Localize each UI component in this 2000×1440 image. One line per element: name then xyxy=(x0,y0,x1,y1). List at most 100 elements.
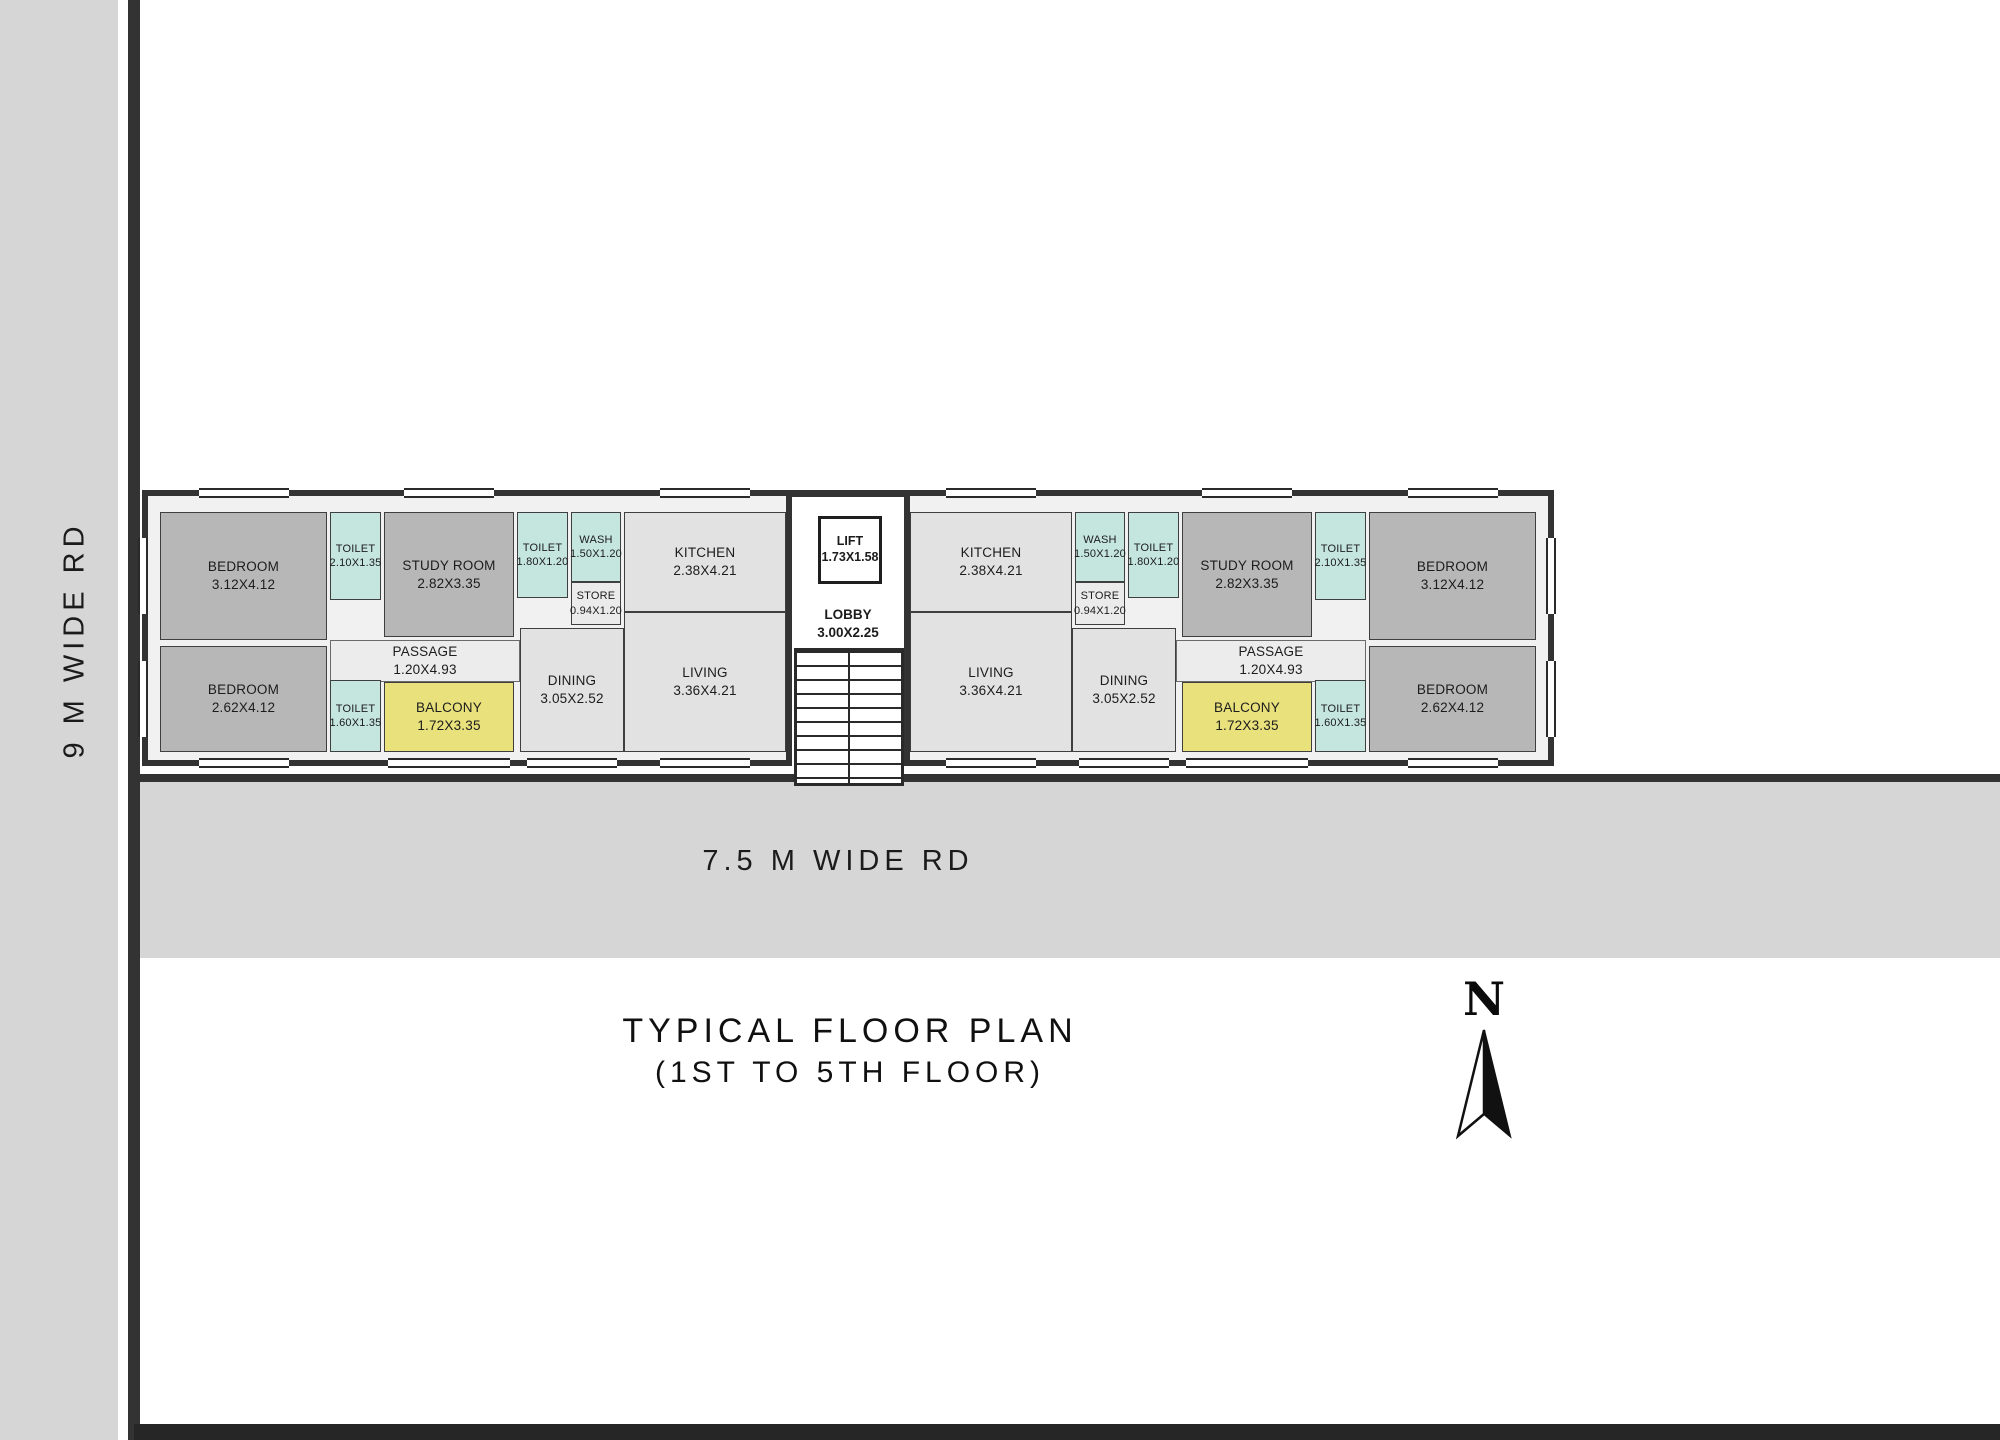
plan-title: TYPICAL FLOOR PLAN xyxy=(622,1012,1078,1050)
room-dims: 2.10X1.35 xyxy=(1314,557,1367,569)
room-label: LIVING xyxy=(968,665,1014,681)
road-bottom-label: 7.5 M WIDE RD xyxy=(702,845,974,877)
room-toilet: TOILET 1.60X1.35 xyxy=(1315,680,1366,752)
room-dims: 2.38X4.21 xyxy=(959,563,1023,578)
room-label: BEDROOM xyxy=(207,682,280,698)
road-bottom-edge-line xyxy=(134,774,2000,782)
road-left xyxy=(0,0,118,1440)
room-label: TOILET xyxy=(1320,542,1361,555)
room-label: BEDROOM xyxy=(207,559,280,575)
room-label: TOILET xyxy=(335,702,376,715)
room-label: TOILET xyxy=(1133,541,1174,554)
room-dims: 0.94X1.20 xyxy=(1074,604,1126,617)
room-dims: 1.72X3.35 xyxy=(417,718,481,733)
staircase-center-line xyxy=(848,651,850,783)
room-label: STORE xyxy=(576,590,616,603)
room-dims: 3.12X4.12 xyxy=(1420,577,1485,592)
room-label: BALCONY xyxy=(1214,700,1280,716)
room-dims: 2.38X4.21 xyxy=(673,563,737,578)
window-icon xyxy=(198,758,289,768)
room-dims: 2.62X4.12 xyxy=(1420,700,1485,715)
room-label: DINING xyxy=(1099,673,1149,689)
lobby-dims: 3.00X2.25 xyxy=(817,624,879,640)
room-toilet: TOILET 1.80X1.20 xyxy=(517,512,568,598)
room-label: TOILET xyxy=(1320,702,1361,715)
room-dims: 1.20X4.93 xyxy=(1239,662,1303,677)
room-dims: 1.80X1.20 xyxy=(516,556,569,568)
room-label: STORE xyxy=(1080,590,1120,603)
room-dims: 2.10X1.35 xyxy=(329,557,382,569)
room-dims: 1.60X1.35 xyxy=(329,717,382,729)
room-dims: 1.50X1.20 xyxy=(570,548,622,560)
window-icon xyxy=(404,488,494,498)
room-kitchen: KITCHEN 2.38X4.21 xyxy=(910,512,1072,612)
room-wash: WASH 1.50X1.20 xyxy=(570,512,622,582)
room-dims: 2.82X3.35 xyxy=(1215,575,1279,591)
room-dims: 1.20X4.93 xyxy=(393,662,457,677)
room-label: LIVING xyxy=(682,665,728,681)
staircase xyxy=(794,648,904,786)
bottom-road-strip xyxy=(134,1424,2000,1440)
room-label: KITCHEN xyxy=(960,545,1022,561)
window-icon xyxy=(1407,758,1498,768)
lobby-label: LOBBY 3.00X2.25 xyxy=(798,606,898,641)
room-toilet: TOILET 2.10X1.35 xyxy=(1315,512,1366,600)
room-dims: 1.80X1.20 xyxy=(1127,556,1180,568)
room-dims: 3.05X2.52 xyxy=(540,691,604,706)
room-label: WASH xyxy=(1083,533,1117,546)
window-icon xyxy=(1546,661,1556,737)
lift-label: LIFT xyxy=(836,534,864,549)
window-icon xyxy=(946,758,1036,768)
room-label: BEDROOM xyxy=(1416,682,1489,698)
room-label: STUDY ROOM xyxy=(1200,557,1294,573)
room-label: DINING xyxy=(547,673,597,689)
room-study-room: STUDY ROOM 2.82X3.35 xyxy=(1182,512,1312,637)
room-toilet: TOILET 1.60X1.35 xyxy=(330,680,381,752)
window-icon xyxy=(1546,538,1556,614)
room-dims: 1.72X3.35 xyxy=(1215,718,1279,733)
room-label: KITCHEN xyxy=(674,545,736,561)
north-arrow-icon xyxy=(1455,1029,1512,1140)
room-label: STUDY ROOM xyxy=(402,557,496,573)
window-icon xyxy=(1079,758,1169,768)
window-icon xyxy=(527,758,617,768)
lift-dims: 1.73X1.58 xyxy=(821,550,879,564)
room-label: WASH xyxy=(579,533,613,546)
window-icon xyxy=(138,538,148,614)
room-dims: 1.60X1.35 xyxy=(1314,717,1367,729)
room-kitchen: KITCHEN 2.38X4.21 xyxy=(624,512,786,612)
north-label: N xyxy=(1462,972,1506,1026)
window-icon xyxy=(660,488,750,498)
window-icon xyxy=(388,758,510,768)
room-toilet: TOILET 2.10X1.35 xyxy=(330,512,381,600)
room-dining: DINING 3.05X2.52 xyxy=(520,628,624,752)
room-label: TOILET xyxy=(335,542,376,555)
room-bedroom: BEDROOM 3.12X4.12 xyxy=(1369,512,1536,640)
plan-subtitle: (1ST TO 5TH FLOOR) xyxy=(654,1056,1046,1089)
window-icon xyxy=(198,488,289,498)
room-dims: 2.62X4.12 xyxy=(211,700,276,715)
room-dims: 3.12X4.12 xyxy=(211,577,276,592)
room-dims: 0.94X1.20 xyxy=(570,604,622,617)
room-dims: 1.50X1.20 xyxy=(1074,548,1126,560)
room-label: TOILET xyxy=(522,541,563,554)
window-icon xyxy=(1186,758,1308,768)
core-top-wall xyxy=(786,490,910,497)
room-label: BALCONY xyxy=(416,700,482,716)
window-icon xyxy=(138,661,148,737)
room-label: BEDROOM xyxy=(1416,559,1489,575)
window-icon xyxy=(660,758,750,768)
room-living: LIVING 3.36X4.21 xyxy=(910,612,1072,752)
room-toilet: TOILET 1.80X1.20 xyxy=(1128,512,1179,598)
room-bedroom: BEDROOM 3.12X4.12 xyxy=(160,512,327,640)
window-icon xyxy=(1202,488,1292,498)
room-dims: 2.82X3.35 xyxy=(417,575,481,591)
room-dims: 3.36X4.21 xyxy=(959,683,1023,698)
lobby-name: LOBBY xyxy=(824,607,872,622)
